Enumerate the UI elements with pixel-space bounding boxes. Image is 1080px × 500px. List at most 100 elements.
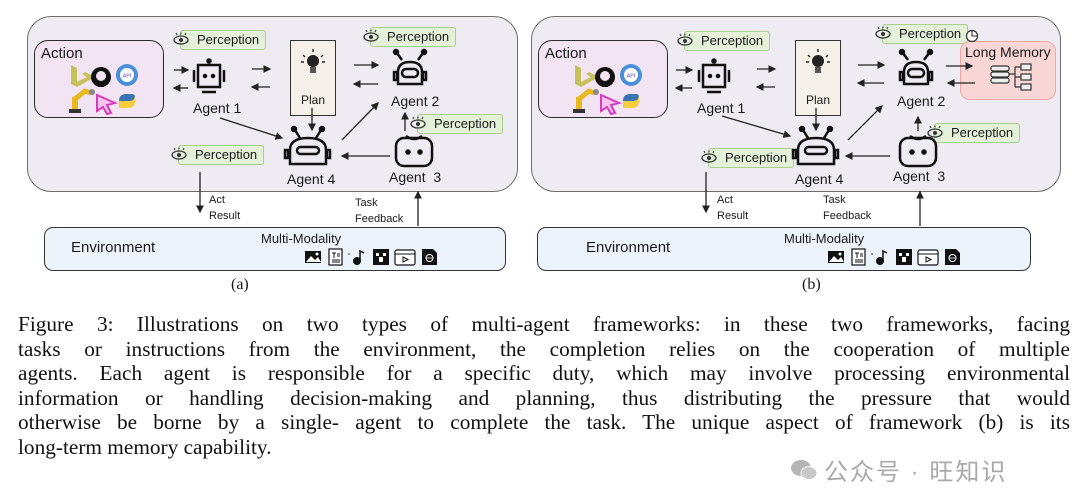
multimodality-label: Multi-Modality	[784, 231, 865, 246]
caption-line: information or handling decision-making …	[18, 385, 1070, 410]
bing-icon	[575, 65, 599, 87]
eye-icon	[927, 125, 943, 138]
action-box: Action API	[34, 40, 164, 118]
cursor-icon	[96, 93, 119, 116]
perception-bubble-agent4: Perception	[170, 145, 265, 165]
eye-icon	[677, 33, 693, 46]
github-icon	[91, 67, 111, 87]
python-icon	[119, 94, 135, 109]
video-icon	[394, 249, 416, 266]
diagram-connectors	[674, 48, 975, 226]
modality-icons: “	[305, 248, 437, 266]
action-box: Action API	[538, 40, 668, 118]
caption-line: tasks or instructions from the environme…	[18, 336, 1070, 361]
text-doc-icon	[328, 248, 343, 266]
agent2-label: Agent 2	[391, 93, 440, 109]
wechat-icon	[791, 459, 818, 480]
environment-label: Environment	[71, 239, 156, 256]
audio-icon: “	[871, 249, 888, 265]
lightbulb-icon	[806, 49, 830, 73]
eye-icon	[875, 26, 891, 39]
perception-bubble-agent3: Perception	[926, 123, 1021, 143]
agent3-robot-icon	[394, 134, 434, 168]
panel-b: Action API Perception Perception Percept…	[531, 16, 1061, 293]
plan-label: Plan	[805, 93, 831, 107]
caption-line: long-term memory capability.	[18, 434, 272, 459]
web-icon	[422, 249, 437, 265]
agent4-robot-icon	[791, 125, 840, 166]
lightbulb-icon	[301, 49, 325, 73]
agent4-label: Agent 4	[795, 171, 844, 187]
agent4-robot-icon	[283, 125, 332, 166]
eye-icon	[171, 147, 187, 160]
api-gear-icon: API	[620, 64, 642, 86]
svg-text:“: “	[871, 253, 874, 260]
figure-caption: Figure 3: Illustrations on two types of …	[18, 312, 1070, 459]
multimodality-label: Multi-Modality	[261, 231, 342, 246]
database-icon	[990, 63, 1032, 91]
agent1-label: Agent 1	[193, 100, 242, 116]
subfigure-label-a: (a)	[231, 276, 249, 293]
github-icon	[595, 67, 615, 87]
agent2-robot-icon	[898, 48, 934, 86]
caption-line: otherwise be borne by a single- agent to…	[18, 410, 1070, 434]
eye-icon	[363, 29, 379, 42]
robot-arm-icon	[573, 88, 599, 113]
environment-box: Environment Multi-Modality “	[537, 227, 1031, 271]
environment-box: Environment Multi-Modality “	[44, 227, 506, 271]
perception-bubble-agent2: Perception	[874, 24, 969, 44]
subfigure-label-b: (b)	[802, 276, 821, 293]
svg-text:API: API	[123, 74, 132, 80]
action-label: Action	[545, 45, 587, 62]
bing-icon	[71, 65, 95, 87]
agent3-label: Agent 3	[893, 168, 946, 184]
eye-icon	[701, 150, 717, 163]
plan-document: Plan	[795, 40, 841, 116]
perception-bubble-agent3: Perception	[409, 114, 504, 134]
long-memory-label: Long Memory	[965, 44, 1051, 60]
perception-bubble-agent2: Perception	[362, 27, 457, 47]
image-icon	[828, 251, 844, 263]
agent3-label: Agent 3	[389, 169, 442, 185]
text-doc-icon	[851, 248, 866, 266]
watermark: 公众号 · 旺知识	[790, 452, 1007, 487]
panel-a: Action API Perception Perception Percept…	[0, 0, 530, 300]
agent1-robot-icon	[192, 58, 226, 94]
caption-line: agents. Each agent is responsible for a …	[18, 361, 1070, 385]
agent2-robot-icon	[392, 48, 428, 86]
environment-label: Environment	[586, 239, 671, 256]
audio-icon: “	[348, 249, 365, 265]
modality-icons: “	[828, 248, 960, 266]
perception-bubble-agent1: Perception	[172, 30, 267, 50]
agent3-robot-icon	[898, 134, 938, 168]
task-feedback-label: Task Feedback	[823, 194, 872, 222]
plan-label: Plan	[300, 93, 326, 107]
cursor-icon	[600, 93, 623, 116]
api-gear-icon: API	[116, 64, 138, 86]
diagram-connectors	[172, 48, 434, 226]
perception-bubble-agent1: Perception	[676, 31, 771, 51]
robot-arm-icon	[69, 88, 95, 113]
agent1-robot-icon	[697, 58, 731, 94]
web-icon	[945, 249, 960, 265]
game-icon	[373, 249, 389, 265]
video-icon	[917, 249, 939, 266]
python-icon	[623, 94, 639, 109]
act-result-label: Act Result	[209, 194, 241, 222]
agent4-label: Agent 4	[287, 171, 336, 187]
long-memory-box: Long Memory	[960, 41, 1056, 100]
clock-icon	[965, 29, 979, 43]
game-icon	[896, 249, 912, 265]
eye-icon	[410, 116, 426, 129]
agent2-label: Agent 2	[897, 93, 946, 109]
eye-icon	[173, 32, 189, 45]
act-result-label: Act Result	[717, 194, 749, 222]
image-icon	[305, 251, 321, 263]
task-feedback-label: Task Feedback	[355, 197, 404, 225]
plan-document: Plan	[290, 40, 336, 116]
agent1-label: Agent 1	[697, 100, 746, 116]
caption-line: Figure 3: Illustrations on two types of …	[18, 312, 1070, 336]
svg-text:“: “	[348, 253, 351, 260]
action-label: Action	[41, 45, 83, 62]
svg-text:API: API	[627, 74, 636, 80]
